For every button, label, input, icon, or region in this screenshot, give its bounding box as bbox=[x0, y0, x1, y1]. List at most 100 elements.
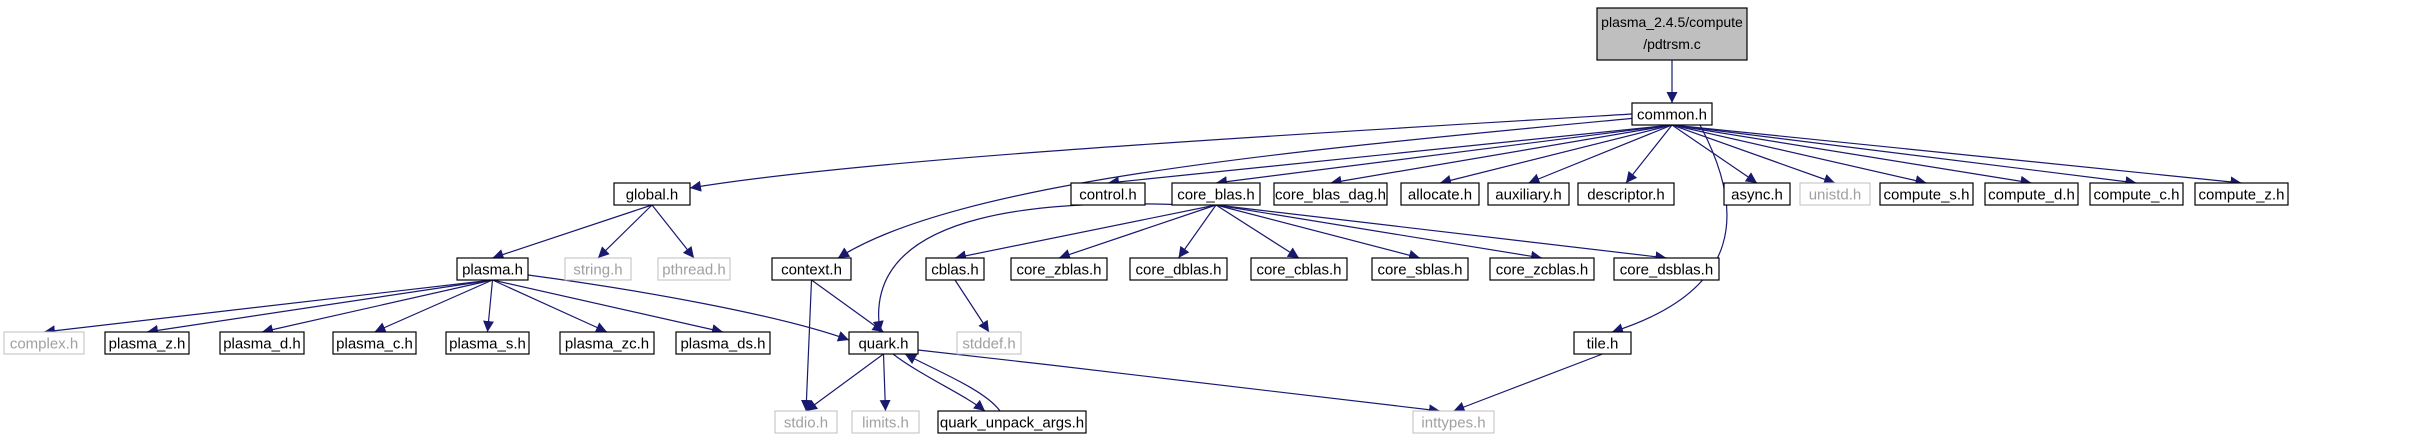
node-label: tile.h bbox=[1587, 336, 1619, 353]
edge-common_h-to-core_blas_dag_h bbox=[1330, 124, 1673, 187]
node-compute-c-h[interactable]: compute_c.h bbox=[2089, 182, 2184, 206]
node-tile-h[interactable]: tile.h bbox=[1573, 331, 1632, 355]
edge-common_h-to-context_h bbox=[837, 117, 1637, 259]
node-box bbox=[1129, 257, 1228, 281]
edge-context_h-to-stdio_h bbox=[800, 279, 813, 412]
node-label: core_blas.h bbox=[1177, 187, 1255, 204]
node-box bbox=[675, 331, 771, 355]
node-plasma-c-h[interactable]: plasma_c.h bbox=[332, 331, 417, 355]
node-label: core_blas_dag.h bbox=[1275, 187, 1386, 204]
node-box bbox=[1573, 331, 1632, 355]
edge-quark_h-to-stdio_h bbox=[805, 353, 884, 412]
node-context-h[interactable]: context.h bbox=[771, 257, 852, 281]
node-async-h[interactable]: async.h bbox=[1723, 182, 1791, 206]
edge-common_h-to-tile_h bbox=[1611, 124, 1728, 334]
node-box bbox=[1577, 182, 1675, 206]
node-label: string.h bbox=[573, 262, 622, 279]
node-plasma-zc-h[interactable]: plasma_zc.h bbox=[559, 331, 655, 355]
node-box bbox=[1171, 182, 1261, 206]
node-complex-h: complex.h bbox=[3, 331, 85, 355]
node-box bbox=[1070, 182, 1146, 206]
node-auxiliary-h[interactable]: auxiliary.h bbox=[1487, 182, 1570, 206]
node-label: async.h bbox=[1731, 187, 1783, 204]
node-compute-s-h[interactable]: compute_s.h bbox=[1879, 182, 1974, 206]
edge-tile_h-to-inttypes_h bbox=[1453, 353, 1603, 413]
node-box bbox=[445, 331, 530, 355]
edge-common_h-to-allocate_h bbox=[1439, 124, 1673, 186]
node-plasma-h[interactable]: plasma.h bbox=[456, 257, 529, 281]
node-allocate-h[interactable]: allocate.h bbox=[1400, 182, 1480, 206]
node-pthread-h: pthread.h bbox=[657, 257, 731, 281]
node-label: /pdtrsm.c bbox=[1643, 36, 1701, 52]
node-string-h: string.h bbox=[564, 257, 632, 281]
node-box bbox=[937, 410, 1087, 434]
node-box bbox=[1010, 257, 1108, 281]
edge-common_h-to-core_blas_h bbox=[1215, 124, 1673, 188]
node-core-cblas-h[interactable]: core_cblas.h bbox=[1250, 257, 1348, 281]
edge-global_h-to-pthread_h bbox=[651, 204, 695, 259]
node-compute-d-h[interactable]: compute_d.h bbox=[1984, 182, 2079, 206]
node-compute-z-h[interactable]: compute_z.h bbox=[2194, 182, 2289, 206]
edge-plasma_h-to-plasma_c_h bbox=[374, 279, 493, 333]
edge-plasma_h-to-plasma_zc_h bbox=[492, 279, 608, 333]
node-label: core_zcblas.h bbox=[1496, 262, 1589, 279]
edge-common_h-to-async_h bbox=[1671, 124, 1758, 184]
node-label: descriptor.h bbox=[1587, 187, 1665, 204]
node-unistd-h: unistd.h bbox=[1799, 182, 1871, 206]
edge-core_blas_h-to-core_cblas_h bbox=[1215, 204, 1300, 259]
node-core-dblas-h[interactable]: core_dblas.h bbox=[1129, 257, 1228, 281]
node-global-h[interactable]: global.h bbox=[613, 182, 691, 206]
node-box bbox=[1487, 182, 1570, 206]
node-label: common.h bbox=[1637, 107, 1707, 124]
node-label: context.h bbox=[781, 262, 842, 279]
node-plasma-z-h[interactable]: plasma_z.h bbox=[104, 331, 190, 355]
node-label: stddef.h bbox=[962, 336, 1015, 353]
node-core-dsblas-h[interactable]: core_dsblas.h bbox=[1613, 257, 1720, 281]
node-label: plasma_d.h bbox=[223, 336, 301, 353]
node-control-h[interactable]: control.h bbox=[1070, 182, 1146, 206]
node-label: auxiliary.h bbox=[1495, 187, 1561, 204]
node-core-blas-dag-h[interactable]: core_blas_dag.h bbox=[1273, 182, 1388, 206]
node-core-zblas-h[interactable]: core_zblas.h bbox=[1010, 257, 1108, 281]
node-root[interactable]: plasma_2.4.5/compute/pdtrsm.c bbox=[1596, 7, 1748, 61]
node-core-blas-h[interactable]: core_blas.h bbox=[1171, 182, 1261, 206]
node-label: cblas.h bbox=[931, 262, 979, 279]
node-box bbox=[219, 331, 305, 355]
edge-plasma_h-to-quark_h bbox=[527, 274, 850, 342]
node-label: core_cblas.h bbox=[1256, 262, 1341, 279]
edge-plasma_h-to-plasma_ds_h bbox=[492, 279, 724, 335]
edge-plasma_h-to-plasma_z_h bbox=[146, 279, 493, 336]
node-label: plasma_ds.h bbox=[680, 336, 765, 353]
node-plasma-d-h[interactable]: plasma_d.h bbox=[219, 331, 305, 355]
node-descriptor-h[interactable]: descriptor.h bbox=[1577, 182, 1675, 206]
node-label: control.h bbox=[1079, 187, 1137, 204]
node-box bbox=[1371, 257, 1469, 281]
node-label: compute_d.h bbox=[1988, 187, 2075, 204]
node-box bbox=[1879, 182, 1974, 206]
edge-common_h-to-global_h bbox=[689, 113, 1633, 192]
node-label: core_zblas.h bbox=[1016, 262, 1101, 279]
node-core-zcblas-h[interactable]: core_zcblas.h bbox=[1489, 257, 1595, 281]
edge-quark_h-to-limits_h bbox=[879, 353, 891, 412]
node-box bbox=[1799, 182, 1871, 206]
nodes-layer: plasma_2.4.5/compute/pdtrsm.c common.h glo… bbox=[3, 7, 2289, 434]
node-core-sblas-h[interactable]: core_sblas.h bbox=[1371, 257, 1469, 281]
edge-plasma_h-to-complex_h bbox=[43, 279, 493, 337]
node-box bbox=[1250, 257, 1348, 281]
node-limits-h: limits.h bbox=[851, 410, 920, 434]
edge-plasma_h-to-plasma_s_h bbox=[483, 279, 495, 333]
node-plasma-ds-h[interactable]: plasma_ds.h bbox=[675, 331, 771, 355]
node-label: plasma_c.h bbox=[336, 336, 413, 353]
edge-cblas_h-to-stddef_h bbox=[954, 279, 990, 333]
node-cblas-h[interactable]: cblas.h bbox=[925, 257, 985, 281]
node-quark-unpack-args-h[interactable]: quark_unpack_args.h bbox=[937, 410, 1087, 434]
edge-core_blas_h-to-core_zblas_h bbox=[1058, 204, 1217, 260]
node-plasma-s-h[interactable]: plasma_s.h bbox=[445, 331, 530, 355]
edge-context_h-to-quark_h bbox=[811, 279, 884, 333]
node-label: core_dblas.h bbox=[1136, 262, 1222, 279]
node-quark-h[interactable]: quark.h bbox=[848, 331, 919, 355]
edge-core_blas_h-to-core_zcblas_h bbox=[1215, 204, 1543, 262]
node-common-h[interactable]: common.h bbox=[1631, 102, 1713, 126]
node-box bbox=[559, 331, 655, 355]
